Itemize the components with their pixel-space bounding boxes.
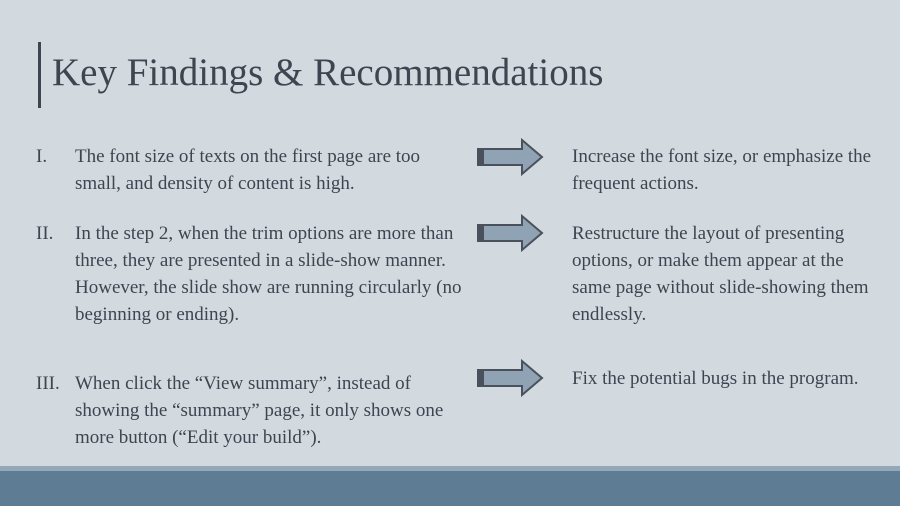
recommendation-text: Increase the font size, or emphasize the… xyxy=(572,146,872,194)
recommendation-text: Fix the potential bugs in the program. xyxy=(572,368,859,389)
item-numeral: II. xyxy=(36,223,54,244)
item-numeral: I. xyxy=(36,146,48,167)
slide-title: Key Findings & Recommendations xyxy=(52,51,604,94)
footer-bar xyxy=(0,471,900,506)
finding-text: In the step 2, when the trim options are… xyxy=(75,223,462,325)
finding-text: The font size of texts on the first page… xyxy=(75,146,421,194)
item-numeral: III. xyxy=(36,373,60,394)
right-arrow-icon xyxy=(477,358,544,398)
title-accent-bar xyxy=(38,42,41,108)
footer-divider xyxy=(0,466,900,471)
right-arrow-icon xyxy=(477,137,544,177)
finding-text: When click the “View summary”, instead o… xyxy=(75,373,444,448)
recommendation-text: Restructure the layout of presenting opt… xyxy=(572,223,869,325)
right-arrow-icon xyxy=(477,213,544,253)
